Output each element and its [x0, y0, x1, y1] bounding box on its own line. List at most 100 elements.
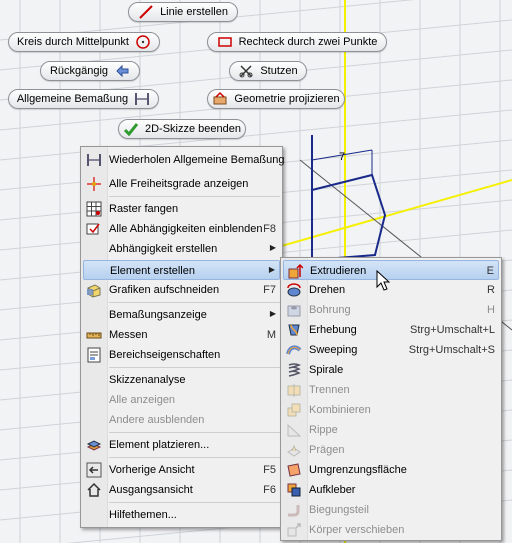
submenu-item-decal[interactable]: Aufkleber — [283, 480, 499, 500]
combine-icon — [286, 402, 302, 418]
dimension-value[interactable]: 7 — [339, 151, 345, 163]
submenu-item-rib: Rippe — [283, 420, 499, 440]
submenu-item-label: Erhebung — [309, 324, 357, 336]
coil-icon — [286, 362, 302, 378]
undo-icon — [114, 63, 130, 79]
trim-icon — [238, 63, 254, 79]
menu-item-label: Bemaßungsanzeige — [109, 309, 207, 321]
degrees-of-freedom-icon — [86, 176, 102, 192]
submenu-item-shortcut: Strg+Umschalt+L — [410, 324, 495, 336]
menu-item-show-all: Alle anzeigen — [83, 390, 280, 410]
menu-separator — [109, 457, 280, 458]
rectangle-label: Rechteck durch zwei Punkte — [238, 36, 378, 48]
bend-part-icon — [286, 502, 302, 518]
menu-item-label: Grafiken aufschneiden — [109, 284, 220, 296]
dimension-button[interactable]: Allgemeine Bemaßung — [8, 89, 159, 109]
menu-item-home-view[interactable]: Ausgangsansicht F6 — [83, 480, 280, 500]
menu-item-place-feature[interactable]: Element platzieren... — [83, 435, 280, 455]
menu-item-dimension-display[interactable]: Bemaßungsanzeige ▶ — [83, 305, 280, 325]
finish-sketch-button[interactable]: 2D-Skizze beenden — [118, 119, 246, 139]
submenu-arrow-icon: ▶ — [268, 265, 275, 274]
menu-separator — [109, 367, 280, 368]
project-geometry-label: Geometrie projizieren — [234, 93, 340, 105]
submenu-item-shortcut: E — [486, 265, 494, 277]
dimension-icon — [134, 91, 150, 107]
boundary-patch-icon — [286, 462, 302, 478]
previous-view-icon — [86, 462, 102, 478]
submenu-item-loft[interactable]: Erhebung Strg+Umschalt+L — [283, 320, 499, 340]
trim-button[interactable]: Stutzen — [229, 61, 307, 81]
submenu-item-boundary-patch[interactable]: Umgrenzungsfläche — [283, 460, 499, 480]
region-properties-icon — [86, 347, 102, 363]
menu-item-region-properties[interactable]: Bereichseigenschaften — [83, 345, 280, 365]
context-menu: Wiederholen Allgemeine Bemaßung Alle Fre… — [80, 146, 285, 528]
submenu-item-label: Umgrenzungsfläche — [309, 464, 407, 476]
revolve-icon — [286, 282, 302, 298]
emboss-icon — [286, 442, 302, 458]
menu-item-help-topics[interactable]: Hilfethemen... — [83, 505, 280, 525]
menu-item-create-constraint[interactable]: Abhängigkeit erstellen ▶ — [83, 239, 280, 259]
submenu-item-move-bodies: Körper verschieben — [283, 520, 499, 540]
submenu-item-extrude[interactable]: Extrudieren E — [283, 260, 499, 280]
submenu-item-coil[interactable]: Spirale — [283, 360, 499, 380]
submenu-item-sweep[interactable]: Sweeping Strg+Umschalt+S — [283, 340, 499, 360]
checkmark-icon — [123, 121, 139, 137]
menu-item-measure[interactable]: Messen M — [83, 325, 280, 345]
rectangle-button[interactable]: Rechteck durch zwei Punkte — [207, 32, 387, 52]
menu-item-label: Hilfethemen... — [109, 509, 177, 521]
project-geometry-button[interactable]: Geometrie projizieren — [207, 89, 345, 109]
submenu-item-revolve[interactable]: Drehen R — [283, 280, 499, 300]
menu-item-repeat-dimension[interactable]: Wiederholen Allgemeine Bemaßung — [83, 150, 285, 170]
submenu-item-label: Prägen — [309, 444, 345, 456]
finish-sketch-label: 2D-Skizze beenden — [145, 123, 242, 135]
submenu-item-split: Trennen — [283, 380, 499, 400]
loft-icon — [286, 322, 302, 338]
menu-item-label: Element platzieren... — [109, 439, 210, 451]
submenu-item-bend-part: Biegungsteil — [283, 500, 499, 520]
circle-icon — [135, 34, 151, 50]
menu-item-label: Raster fangen — [109, 203, 179, 215]
menu-separator — [109, 302, 280, 303]
submenu-arrow-icon: ▶ — [269, 309, 276, 318]
menu-item-sketch-analysis[interactable]: Skizzenanalyse — [83, 370, 280, 390]
submenu-item-label: Kombinieren — [309, 404, 371, 416]
home-view-icon — [86, 482, 102, 498]
grid-snap-icon — [86, 201, 102, 217]
hole-icon — [286, 302, 302, 318]
submenu-item-label: Biegungsteil — [309, 504, 369, 516]
line-button[interactable]: Linie erstellen — [128, 2, 238, 22]
rectangle-icon — [217, 34, 233, 50]
undo-button[interactable]: Rückgängig — [40, 61, 140, 81]
submenu-item-label: Bohrung — [309, 304, 351, 316]
menu-item-create-feature[interactable]: Element erstellen ▶ — [83, 260, 280, 280]
dimension-icon — [86, 152, 102, 168]
menu-item-label: Messen — [109, 329, 148, 341]
extrude-icon — [287, 263, 303, 279]
submenu-item-shortcut: R — [487, 284, 495, 296]
menu-item-label: Bereichseigenschaften — [109, 349, 221, 361]
place-feature-icon — [86, 437, 102, 453]
project-geometry-icon — [212, 91, 228, 107]
undo-label: Rückgängig — [49, 65, 109, 77]
submenu-item-hole: Bohrung H — [283, 300, 499, 320]
menu-item-show-constraints[interactable]: Alle Abhängigkeiten einblenden F8 — [83, 219, 280, 239]
menu-item-label: Alle Abhängigkeiten einblenden — [109, 223, 263, 235]
menu-item-label: Wiederholen Allgemeine Bemaßung — [109, 154, 285, 166]
menu-item-shortcut: M — [266, 329, 276, 341]
create-feature-submenu: Extrudieren E Drehen R Bohrung H Erhebun… — [280, 257, 502, 541]
menu-separator — [109, 196, 280, 197]
mouse-cursor-icon — [376, 270, 390, 291]
menu-item-shortcut: F8 — [263, 223, 276, 235]
submenu-item-combine: Kombinieren — [283, 400, 499, 420]
menu-item-label: Alle Freiheitsgrade anzeigen — [109, 178, 249, 190]
menu-item-grid-snap[interactable]: Raster fangen — [83, 199, 280, 219]
menu-item-label: Skizzenanalyse — [109, 374, 186, 386]
menu-item-show-dof[interactable]: Alle Freiheitsgrade anzeigen — [83, 174, 280, 194]
menu-item-previous-view[interactable]: Vorherige Ansicht F5 — [83, 460, 280, 480]
menu-item-shortcut: F6 — [263, 484, 276, 496]
circle-label: Kreis durch Mittelpunkt — [17, 36, 129, 48]
menu-item-hide-others: Andere ausblenden — [83, 410, 280, 430]
circle-button[interactable]: Kreis durch Mittelpunkt — [8, 32, 160, 52]
sketch-geometry[interactable] — [311, 135, 387, 261]
menu-item-slice-graphics[interactable]: Grafiken aufschneiden F7 — [83, 280, 280, 300]
